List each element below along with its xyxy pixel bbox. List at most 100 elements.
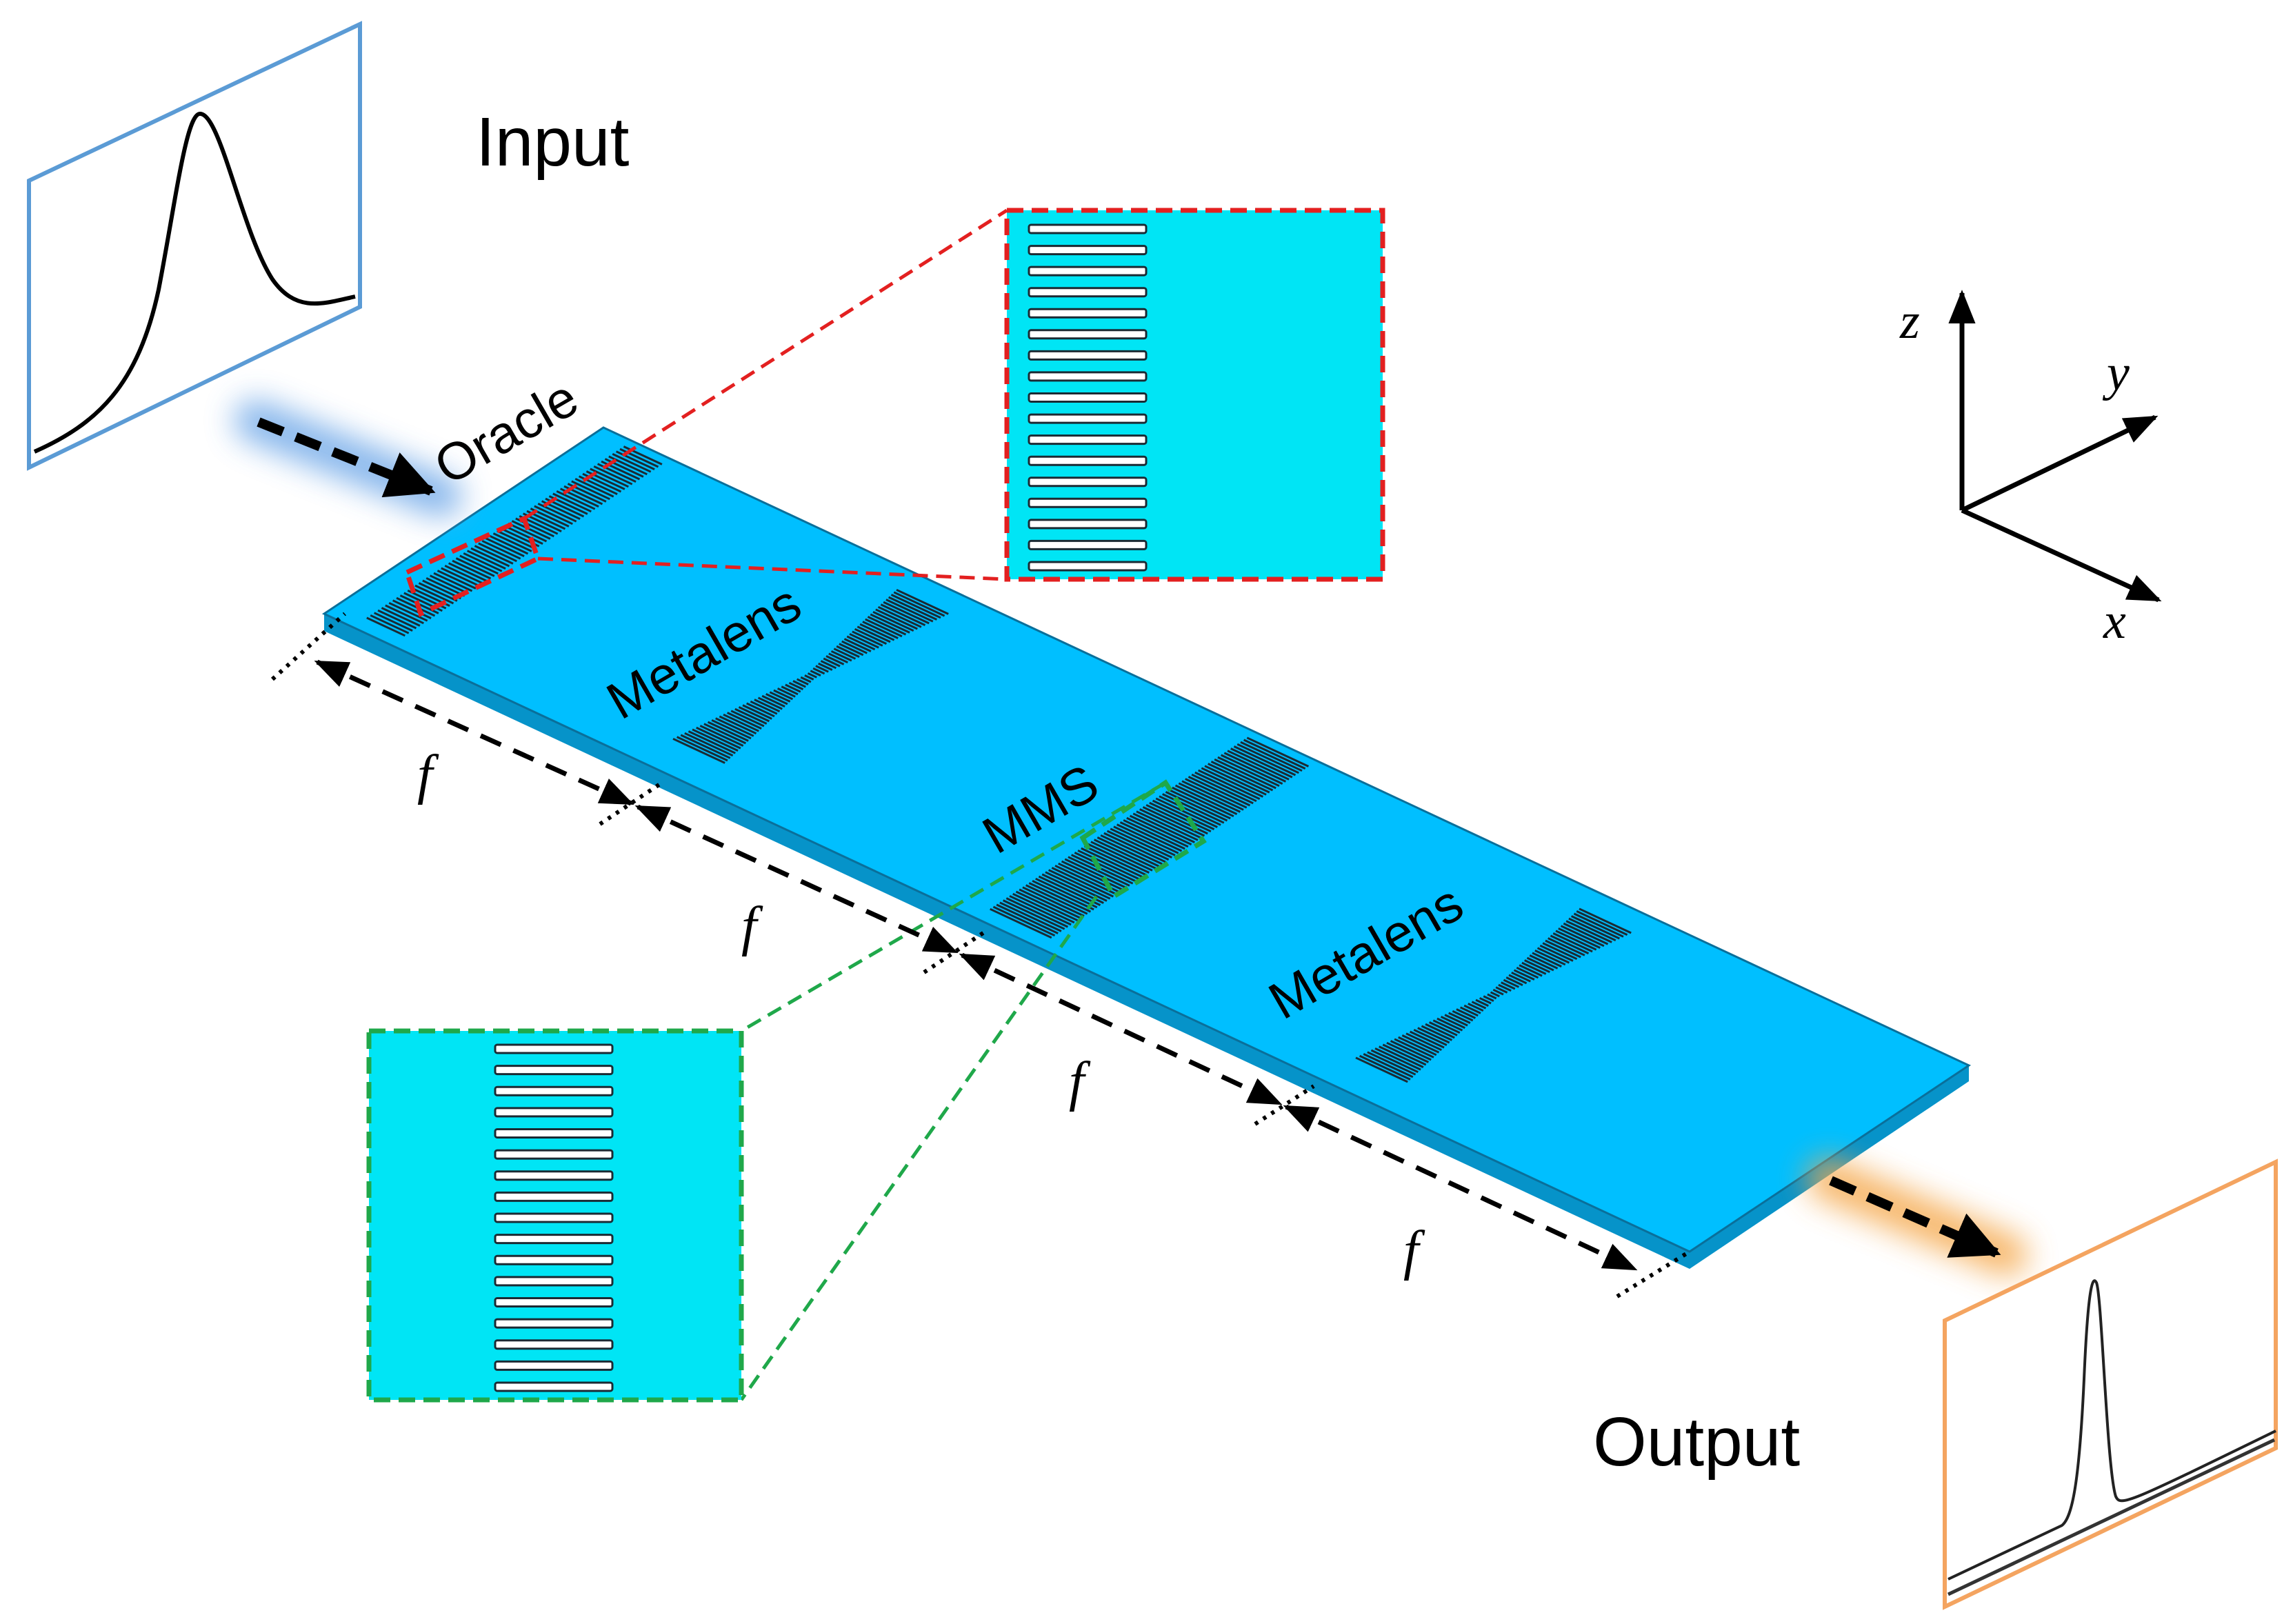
metalens-slit xyxy=(1498,983,1512,992)
oracle-slit xyxy=(534,505,573,525)
mms-slit xyxy=(1054,864,1117,896)
metalens-slit xyxy=(785,683,801,693)
inset-slit xyxy=(494,1318,614,1329)
metalens-slit xyxy=(1508,974,1528,985)
inset-slit xyxy=(1028,455,1148,466)
inset-slit xyxy=(494,1149,614,1160)
metalens-slit xyxy=(1565,920,1612,943)
metalens-slit xyxy=(883,601,930,625)
metalens-slit xyxy=(825,655,845,665)
mms-slit xyxy=(990,908,1052,939)
mms-slit xyxy=(1110,828,1172,859)
metalens-slit xyxy=(1545,939,1581,959)
mms-slit xyxy=(992,905,1056,937)
oracle-slit xyxy=(556,490,596,510)
metalens-slit xyxy=(684,732,734,757)
metalens-slit xyxy=(1475,999,1489,1007)
mms-slit-array xyxy=(990,736,1310,939)
inset-slit xyxy=(494,1043,614,1054)
red-callout-connector-top xyxy=(523,208,1008,521)
focal-label-4: f xyxy=(1403,1221,1425,1281)
metalens-slit xyxy=(723,713,759,732)
dim-tick-1 xyxy=(599,781,663,826)
metalens-slit xyxy=(1432,1019,1461,1034)
mms-slit xyxy=(1025,884,1088,915)
mms-slit xyxy=(1159,795,1221,826)
mms-slit xyxy=(1093,839,1156,870)
mms-slit xyxy=(1188,776,1251,807)
mms-slit xyxy=(1194,771,1257,803)
oracle-slit xyxy=(508,522,548,543)
metalens-slit xyxy=(692,728,739,752)
metalens-slit xyxy=(872,610,914,632)
mms-slit xyxy=(1149,801,1212,833)
mms-slit xyxy=(1233,745,1296,776)
inset-slit xyxy=(1028,265,1148,277)
metalens-slit xyxy=(1542,942,1578,961)
mms-slit xyxy=(1129,814,1192,845)
oracle-slit xyxy=(429,574,469,594)
mms-slit xyxy=(1217,756,1280,788)
metalens-slit xyxy=(1495,986,1508,994)
oracle-slit xyxy=(373,612,413,632)
metalens-slit xyxy=(810,670,821,676)
metalens-slit xyxy=(841,640,868,654)
green-inset-slits xyxy=(494,1043,614,1392)
oracle-slit xyxy=(452,559,492,580)
inset-slit xyxy=(494,1234,614,1245)
output-frame xyxy=(1943,1159,2278,1610)
metalens-slit xyxy=(1560,925,1605,948)
inset-slit xyxy=(494,1128,614,1139)
slab-side-face xyxy=(324,614,1690,1269)
inset-slit xyxy=(494,1191,614,1202)
metalens-slit xyxy=(1355,1056,1408,1083)
metalens-slit xyxy=(1524,959,1550,974)
metalens-slit xyxy=(1501,981,1516,990)
metalens-slit xyxy=(1492,988,1504,996)
mms-slit xyxy=(1172,786,1234,818)
mms-slit xyxy=(1048,869,1111,900)
inset-slit xyxy=(1028,434,1148,445)
mms-slit xyxy=(1236,743,1299,774)
metalens-slit xyxy=(1413,1028,1448,1046)
input-frame xyxy=(27,21,362,471)
inset-slit xyxy=(494,1107,614,1118)
mms-slit xyxy=(1032,879,1094,911)
oracle-slit xyxy=(455,557,495,577)
metalens-slit xyxy=(1552,932,1593,953)
oracle-slit xyxy=(370,614,410,634)
metalens-slit xyxy=(1511,971,1531,983)
oracle-slit xyxy=(511,520,551,540)
mms-slit xyxy=(1246,736,1310,768)
mms-slit xyxy=(1077,849,1140,881)
metalens-slit xyxy=(870,613,910,634)
inset-slit xyxy=(1028,519,1148,530)
inset-slit xyxy=(1028,223,1148,234)
mms-slit xyxy=(1064,858,1127,889)
metalens-slit xyxy=(846,635,876,651)
mms-slit xyxy=(1083,845,1147,876)
inset-slit xyxy=(1028,539,1148,550)
focal-label-3: f xyxy=(1069,1052,1091,1112)
metalens-slit xyxy=(1548,937,1585,956)
metalens-slit xyxy=(823,657,841,668)
metalens-slit xyxy=(1529,954,1559,970)
arrow-icon xyxy=(257,417,436,498)
metalens-slit xyxy=(1448,1012,1471,1024)
mms-slit xyxy=(1090,841,1153,872)
oracle-slit xyxy=(590,468,629,488)
mms-slit xyxy=(1208,763,1270,794)
mms-slit xyxy=(1230,748,1293,779)
red-callout-connector-bottom xyxy=(537,557,1008,581)
inset-slit xyxy=(494,1212,614,1223)
mms-slit xyxy=(1197,769,1261,800)
metalens-slit xyxy=(699,725,744,747)
inset-slit xyxy=(1028,308,1148,319)
y-axis xyxy=(1961,414,2159,513)
oracle-slit xyxy=(385,604,424,625)
metalens-slit xyxy=(854,628,888,645)
red-inset-slits xyxy=(1028,223,1148,572)
oracle-slit xyxy=(474,545,514,565)
metalens-slit xyxy=(839,643,864,656)
metalens-slit xyxy=(1521,961,1547,975)
